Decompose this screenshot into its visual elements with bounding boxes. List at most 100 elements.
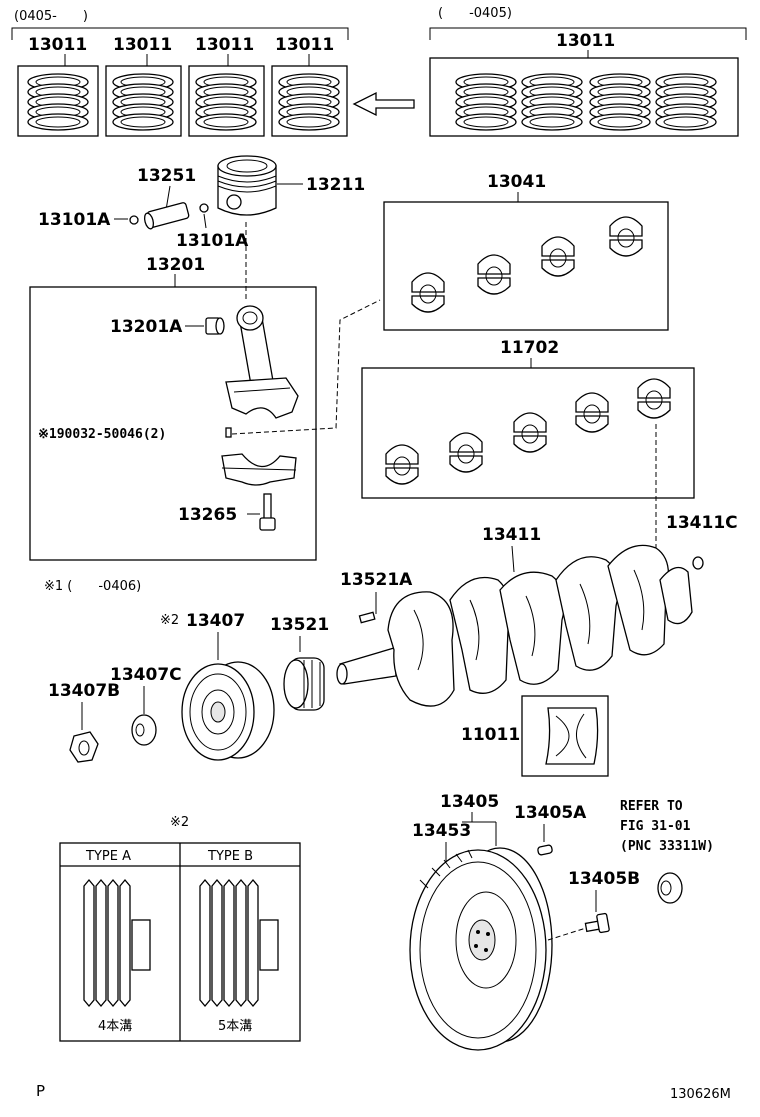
- piston-pin-label: 13251: [137, 166, 196, 186]
- pulley-nut-label: 13407B: [48, 681, 120, 701]
- bearing-shell: [513, 412, 547, 453]
- bearing-bore: [419, 284, 437, 304]
- crank-key: [358, 611, 376, 624]
- flywheel-pin: [537, 844, 553, 856]
- piston-ring-inner: [120, 116, 166, 128]
- ring-set-left-4-label: 13011: [275, 35, 334, 55]
- pulley-groove: [107, 878, 119, 1008]
- ring-set-left-2-label: 13011: [113, 35, 172, 55]
- piston-ring: [112, 113, 174, 131]
- crank-pulley: [181, 661, 275, 761]
- bearing-shell: [575, 392, 609, 433]
- pulley-groove: [211, 878, 223, 1008]
- corner-letter: P: [36, 1082, 45, 1100]
- crank-gear: [283, 657, 325, 711]
- piston-ring: [521, 113, 583, 131]
- bearing-upper: [637, 378, 671, 399]
- ring-stack: [589, 73, 651, 131]
- piston-ring-inner: [463, 116, 509, 128]
- bearing-lower: [411, 295, 445, 313]
- piston: [217, 155, 277, 216]
- piston-ring-inner: [529, 116, 575, 128]
- bearing-lower: [609, 239, 643, 257]
- snap-ring-right: [199, 203, 209, 213]
- bearing-lower: [575, 415, 609, 433]
- bearing-bore: [583, 404, 601, 424]
- main-bearing-label: 11702: [500, 338, 559, 358]
- bearing-shell: [385, 444, 419, 485]
- bearing-bore: [393, 456, 411, 476]
- conrod-bushing: [205, 317, 225, 335]
- range-right-bracket: [429, 27, 747, 40]
- bearing-upper: [541, 236, 575, 257]
- ring-set-left-3-box: [188, 65, 265, 137]
- pulley-groove: [95, 878, 107, 1008]
- thrust-washer-label: 11011: [461, 725, 520, 745]
- bearing-bore: [457, 444, 475, 464]
- bearing-shell: [477, 254, 511, 295]
- piston-label: 13211: [306, 175, 365, 195]
- ring-stack: [112, 73, 174, 131]
- bearing-bore: [645, 390, 663, 410]
- conrod-nut-label: ※190032-50046(2): [38, 427, 166, 442]
- pilot-bearing: [657, 872, 683, 904]
- bearing-upper: [513, 412, 547, 433]
- piston-ring: [655, 113, 717, 131]
- piston-ring-inner: [597, 116, 643, 128]
- ring-set-left-3-label: 13011: [195, 35, 254, 55]
- snap-ring-left: [129, 215, 139, 225]
- pulley-groove: [119, 878, 131, 1008]
- main-bearing-shells: [385, 378, 671, 485]
- bearing-lower: [637, 401, 671, 419]
- snap-ring-right-label: 13101A: [176, 231, 249, 251]
- ring-set-left-4-box: [271, 65, 348, 137]
- conrod-bushing-label: 13201A: [110, 317, 183, 337]
- piston-ring-inner: [286, 116, 332, 128]
- bearing-lower: [477, 277, 511, 295]
- piston-ring: [27, 113, 89, 131]
- ring-set-right-box: [429, 57, 739, 137]
- flywheel-bolt-label: 13405B: [568, 869, 640, 889]
- pulley-washer-label: 13407C: [110, 665, 182, 685]
- bearing-bore: [617, 228, 635, 248]
- ring-set-left-1-label: 13011: [28, 35, 87, 55]
- piston-ring-inner: [663, 116, 709, 128]
- bearing-upper: [575, 392, 609, 413]
- bearing-shell: [411, 272, 445, 313]
- conrod-assy-label: 13201: [146, 255, 205, 275]
- piston-ring: [589, 113, 651, 131]
- ring-stack: [195, 73, 257, 131]
- bearing-lower: [449, 455, 483, 473]
- refer-line-1: REFER TO: [620, 799, 683, 814]
- pulley-note-mark: ※2: [160, 613, 179, 628]
- bearing-bore: [521, 424, 539, 444]
- pulley-hub: [131, 919, 151, 971]
- grooves-4-label: 4本溝: [98, 1019, 132, 1034]
- flywheel: [409, 847, 553, 1051]
- ring-set-left-2-box: [105, 65, 182, 137]
- piston-ring: [278, 113, 340, 131]
- flywheel-pin-label: 13405A: [514, 803, 587, 823]
- bearing-upper: [449, 432, 483, 453]
- rod-bearing-label: 13041: [487, 172, 546, 192]
- crankshaft: [336, 544, 693, 707]
- connecting-rod: [225, 305, 299, 419]
- crank-plug: [692, 556, 704, 570]
- bearing-shell: [609, 216, 643, 257]
- piston-ring-inner: [203, 116, 249, 128]
- conrod-assy-box: [29, 286, 317, 561]
- type-b-label: TYPE B: [207, 849, 253, 864]
- thrust-washer-box: [521, 695, 609, 777]
- pulley-type-a: [83, 878, 151, 1008]
- bearing-upper: [411, 272, 445, 293]
- pulley-nut: [69, 731, 99, 763]
- thrust-washer: [545, 707, 599, 765]
- ring-stack: [278, 73, 340, 131]
- ring-stack: [655, 73, 717, 131]
- crank-gear-label: 13521: [270, 615, 329, 635]
- pulley-washer: [131, 714, 157, 746]
- crank-key-label: 13521A: [340, 570, 413, 590]
- grooves-5-label: 5本溝: [218, 1019, 252, 1034]
- bearing-lower: [385, 467, 419, 485]
